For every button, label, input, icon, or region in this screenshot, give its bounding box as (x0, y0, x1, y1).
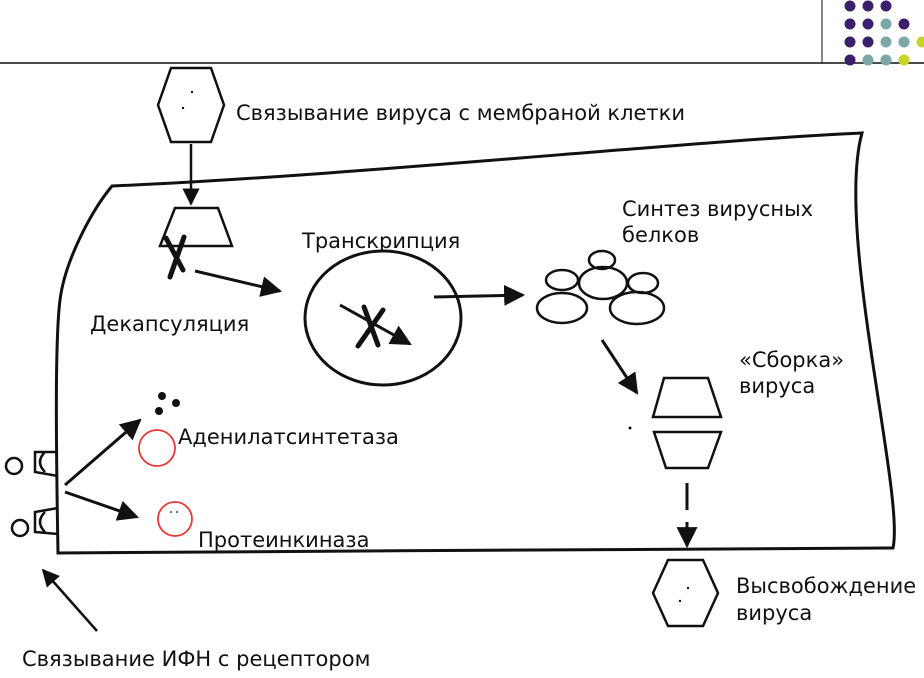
decor-dot (844, 54, 856, 66)
decor-dot (862, 54, 874, 66)
adenylate-label: Аденилатсинтетаза (178, 425, 399, 449)
nucleus-circle (303, 249, 463, 387)
ifn-receptor (4, 450, 59, 478)
decor-dot (898, 18, 910, 30)
x-cross-icon (163, 234, 187, 280)
adenylate-arrow (64, 418, 142, 487)
assembly-top-half (651, 376, 723, 419)
synthesis-arrow (600, 339, 639, 395)
decor-dot (898, 36, 910, 48)
release-label-1: Высвобождение (736, 574, 916, 598)
assembly-bottom-half (652, 430, 723, 470)
enzyme-dots (155, 392, 180, 415)
x-cross-icon (355, 304, 386, 349)
ifn-receptor (10, 506, 59, 538)
protein-cluster (535, 249, 666, 326)
decapsulation-arrow (194, 269, 283, 297)
protein-kinase-label: Протеинкиназа (198, 528, 369, 552)
decor-dot (916, 36, 924, 48)
kinase-highlight-circle (157, 501, 193, 537)
released-virus-hexagon (651, 558, 720, 628)
ifn-binding-arrow (41, 568, 98, 632)
virus-dot (181, 106, 185, 110)
cell-membrane (54, 131, 896, 555)
dot-grid-icon (844, 0, 924, 66)
decor-dot (880, 36, 892, 48)
decor-dot (862, 0, 874, 12)
kinase-arrow (64, 490, 139, 521)
decor-dot (898, 54, 910, 66)
ifn-binding-label: Связывание ИФН с рецептором (22, 647, 370, 671)
decor-dot (844, 0, 856, 12)
decor-dot (880, 0, 892, 12)
virus-dot (678, 599, 682, 603)
assembly-label-1: «Сборка» (739, 348, 844, 372)
virus-dot (170, 511, 172, 513)
decapsulating-virus (158, 206, 234, 248)
adenylate-highlight-circle (138, 429, 176, 467)
decor-dot (880, 54, 892, 66)
decor-dot (862, 36, 874, 48)
transcription-arrow (433, 284, 526, 306)
virus-hexagon-top (156, 66, 226, 144)
stray-dot (628, 426, 632, 430)
transcription-label: Транскрипция (301, 229, 460, 253)
decapsulation-label: Декапсуляция (90, 312, 249, 336)
decor-dot (844, 36, 856, 48)
virus-dot (686, 586, 690, 590)
virus-dot (176, 511, 178, 513)
assembly-label-2: вируса (739, 374, 815, 398)
transcription-inner-arrow (339, 303, 412, 346)
decor-dot (844, 18, 856, 30)
decor-dot (880, 18, 892, 30)
virus-dot (190, 90, 194, 94)
release-label-2: вируса (736, 601, 812, 625)
protein-synthesis-label-2: белков (622, 223, 699, 247)
protein-synthesis-label-1: Синтез вирусных (622, 197, 813, 221)
decor-dot (862, 18, 874, 30)
virus-binding-label: Связывание вируса с мембраной клетки (236, 101, 685, 125)
